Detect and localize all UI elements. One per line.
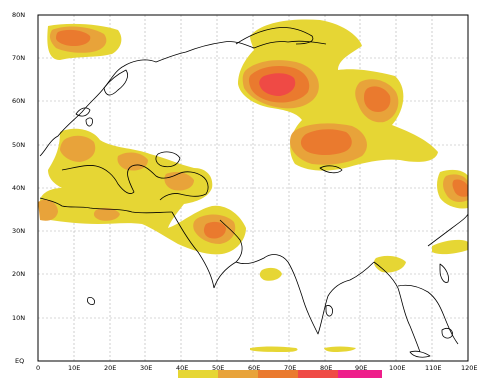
lon-label-50e: 50E <box>212 364 224 372</box>
coastlines <box>39 27 469 358</box>
lat-label-40n: 40N <box>12 184 25 192</box>
lat-label-70n: 70N <box>12 54 25 62</box>
contour-level-4 <box>259 73 296 96</box>
color-legend <box>178 370 382 378</box>
lat-label-eq: EQ <box>15 357 24 365</box>
lat-label-50n: 50N <box>12 141 25 149</box>
lon-label-110e: 110E <box>425 364 442 372</box>
lon-label-80e: 80E <box>320 364 332 372</box>
lat-label-80n: 80N <box>12 11 25 19</box>
lat-label-60n: 60N <box>12 97 25 105</box>
lat-label-30n: 30N <box>12 227 25 235</box>
lon-label-100e: 100E <box>389 364 406 372</box>
lon-label-40e: 40E <box>176 364 188 372</box>
legend-swatch-1 <box>178 370 218 378</box>
lon-label-70e: 70E <box>284 364 296 372</box>
lon-label-60e: 60E <box>248 364 260 372</box>
lat-label-20n: 20N <box>12 270 25 278</box>
lon-label-0: 0 <box>36 364 40 372</box>
legend-swatch-4 <box>298 370 338 378</box>
lat-label-10n: 10N <box>12 314 25 322</box>
map-frame <box>37 14 469 362</box>
lon-label-120e: 120E <box>461 364 478 372</box>
lon-label-10e: 10E <box>68 364 80 372</box>
longitude-axis: 0 10E 20E 30E 40E 50E 60E 70E 80E 90E 10… <box>36 364 478 372</box>
lon-label-90e: 90E <box>355 364 367 372</box>
legend-swatch-3 <box>258 370 298 378</box>
lon-label-30e: 30E <box>140 364 152 372</box>
legend-swatch-5 <box>338 370 382 378</box>
latitude-axis: 80N 70N 60N 50N 40N 30N 20N 10N EQ <box>12 11 25 365</box>
legend-swatch-2 <box>218 370 258 378</box>
lon-label-20e: 20E <box>104 364 116 372</box>
